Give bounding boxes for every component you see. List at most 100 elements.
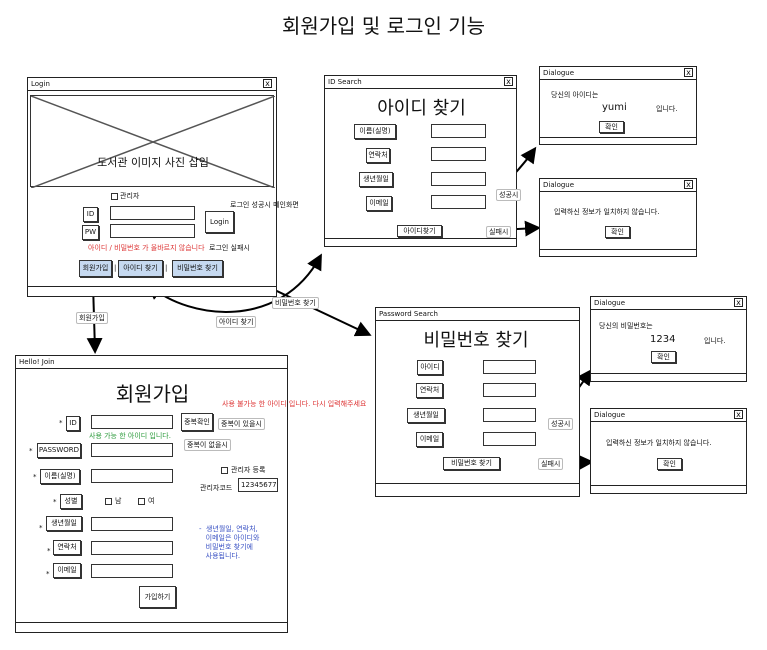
arrow-label-id-success: 성공시: [496, 189, 522, 201]
dialog-titlebar: Dialogue: [591, 297, 746, 310]
admin-code-input[interactable]: 12345677: [238, 478, 278, 492]
password-input[interactable]: [91, 443, 173, 457]
dialog-title: Dialogue: [543, 69, 575, 77]
signup-button[interactable]: 회원가입: [79, 260, 112, 277]
id-search-name-label: 이름(실명): [354, 124, 396, 139]
dialog-close-button[interactable]: x: [734, 410, 743, 419]
login-pw-input[interactable]: [110, 224, 195, 238]
id-search-name-input[interactable]: [431, 124, 486, 138]
required-mark: *: [53, 498, 57, 506]
dialog-ok-button[interactable]: 확인: [599, 121, 624, 133]
login-close-button[interactable]: x: [263, 79, 272, 88]
join-window: Hello! Join 회원가입 * ID 중복확인 사용 가능 한 아이디 입…: [15, 355, 366, 633]
required-mark: *: [46, 570, 50, 578]
library-image-placeholder: 도서관 이미지 사진 삽입: [30, 95, 275, 188]
pw-search-email-input[interactable]: [483, 432, 536, 446]
name-input[interactable]: [91, 469, 173, 483]
gender-female-label: 여: [148, 497, 155, 505]
birth-label: 생년월일: [46, 516, 82, 531]
dialog-bottombar: [591, 485, 746, 494]
pw-search-id-input[interactable]: [483, 360, 536, 374]
login-error-text: 아이디 / 비밀번호 가 올바르지 않습니다: [88, 244, 205, 252]
id-search-close-button[interactable]: x: [504, 77, 513, 86]
arrow-label-pw-success: 성공시: [548, 418, 574, 430]
login-title: Login: [31, 80, 50, 88]
id-search-submit-button[interactable]: 아이디찾기: [397, 225, 442, 237]
dialog-title: Dialogue: [594, 299, 626, 307]
required-mark: *: [39, 524, 43, 532]
dialog-suffix: 입니다.: [656, 105, 678, 113]
dialog-close-button[interactable]: x: [684, 180, 693, 189]
join-titlebar: Hello! Join: [16, 356, 287, 369]
pw-fail-dialog: Dialogue x 입력하신 정보가 일치하지 않습니다. 확인: [590, 408, 747, 494]
id-search-heading: 아이디 찾기: [377, 98, 466, 119]
pw-search-phone-label: 연락처: [416, 383, 443, 398]
gender-label: 성별: [60, 494, 82, 509]
dialog-message: 입력하신 정보가 일치하지 않습니다.: [606, 439, 712, 447]
login-button[interactable]: Login: [205, 211, 234, 233]
login-success-note: 로그인 성공시 메인화면: [230, 201, 299, 209]
find-pw-button[interactable]: 비밀번호 찾기: [172, 260, 223, 277]
duplicate-check-button[interactable]: 중복확인: [181, 413, 213, 431]
login-bottombar: [28, 286, 276, 295]
join-submit-button[interactable]: 가입하기: [139, 586, 176, 608]
arrow-label-find-pw: 비밀번호 찾기: [272, 297, 319, 309]
id-search-email-input[interactable]: [431, 195, 486, 209]
pw-search-birth-input[interactable]: [483, 408, 536, 422]
dialog-titlebar: Dialogue: [540, 67, 696, 80]
dialog-ok-button[interactable]: 확인: [651, 351, 676, 363]
pw-search-birth-label: 생년월일: [407, 408, 445, 423]
join-title: Hello! Join: [19, 358, 55, 366]
arrow-label-signup: 회원가입: [76, 312, 108, 324]
email-label: 이메일: [53, 563, 81, 578]
pw-success-dialog: Dialogue x 당신의 비밀번호는 1234 입니다. 확인: [590, 296, 747, 382]
pw-search-submit-button[interactable]: 비밀번호 찾기: [443, 457, 500, 470]
id-search-phone-input[interactable]: [431, 147, 486, 161]
separator: |: [114, 264, 117, 272]
pw-search-title: Password Search: [379, 310, 438, 318]
dup-exists-tag: 중복이 있을시: [218, 418, 265, 430]
email-input[interactable]: [91, 564, 173, 578]
phone-input[interactable]: [91, 541, 173, 555]
id-unavailable-text: 사용 불가능 한 아이디 입니다. 다시 입력해주세요: [222, 400, 367, 408]
pw-search-email-label: 이메일: [416, 432, 443, 447]
pw-search-phone-input[interactable]: [483, 383, 536, 397]
image-placeholder-text: 도서관 이미지 사진 삽입: [97, 156, 209, 169]
dialog-close-button[interactable]: x: [734, 298, 743, 307]
pw-search-titlebar: Password Search: [376, 308, 579, 321]
gender-male-checkbox[interactable]: [105, 498, 112, 505]
pw-search-heading: 비밀번호 찾기: [423, 330, 529, 351]
birth-input[interactable]: [91, 517, 173, 531]
gender-female-checkbox[interactable]: [138, 498, 145, 505]
id-search-bottombar: [325, 238, 516, 247]
info-note: - 생년월일, 연락처, 이메일은 아이디와 비밀번호 찾기에 사용됩니다.: [199, 525, 260, 560]
join-heading: 회원가입: [115, 382, 190, 406]
find-id-button[interactable]: 아이디 찾기: [118, 260, 163, 277]
id-success-dialog: Dialogue x 당신의 아이디는 yumi 입니다. 확인: [539, 66, 697, 145]
admin-register-checkbox[interactable]: [221, 467, 228, 474]
id-search-window: ID Search x 아이디 찾기 이름(실명) 연락처 생년월일 이메일 아…: [324, 75, 517, 247]
admin-checkbox[interactable]: [111, 193, 118, 200]
required-mark: *: [33, 473, 37, 481]
dialog-titlebar: Dialogue: [591, 409, 746, 422]
dialog-ok-button[interactable]: 확인: [657, 458, 682, 470]
phone-label: 연락처: [53, 540, 81, 555]
pw-search-bottombar: [376, 483, 579, 492]
dialog-title: Dialogue: [594, 411, 626, 419]
join-id-input[interactable]: [91, 415, 173, 429]
admin-code-value: 12345677: [241, 481, 277, 489]
id-search-birth-label: 생년월일: [359, 172, 393, 187]
admin-checkbox-label: 관리자: [120, 192, 140, 200]
page-title: 회원가입 및 로그인 기능: [281, 14, 486, 38]
join-bottombar: [16, 622, 287, 631]
id-search-birth-input[interactable]: [431, 172, 486, 186]
dialog-ok-button[interactable]: 확인: [605, 226, 630, 238]
dialog-titlebar: Dialogue: [540, 179, 696, 192]
pw-search-window: Password Search 비밀번호 찾기 아이디 연락처 생년월일 이메일…: [375, 307, 580, 497]
login-id-input[interactable]: [110, 206, 195, 220]
id-available-text: 사용 가능 한 아이디 입니다.: [89, 432, 171, 440]
dialog-message: 당신의 아이디는: [551, 91, 599, 99]
dialog-bottombar: [540, 137, 696, 146]
required-mark: *: [59, 419, 63, 427]
dialog-close-button[interactable]: x: [684, 68, 693, 77]
